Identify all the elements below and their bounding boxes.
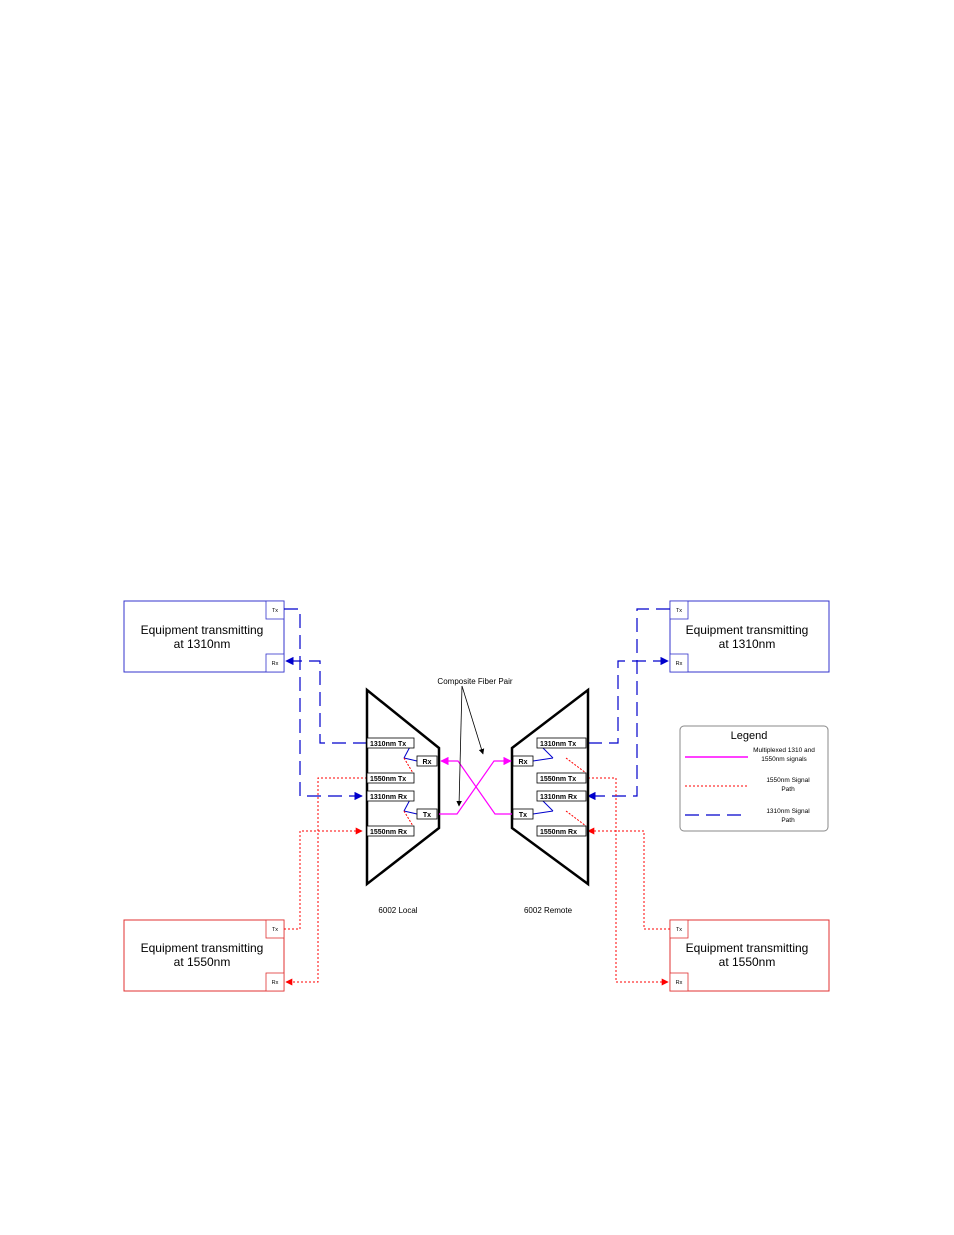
composite-fiber-pair: Composite Fiber Pair — [437, 677, 513, 815]
tx-port-label: Tx — [272, 608, 278, 614]
port-1550-tx: 1550nm Tx — [370, 776, 406, 783]
tx-port-label: Tx — [272, 927, 278, 933]
path-1550-right-tx — [587, 827, 670, 930]
path-1550-left-rx — [285, 777, 367, 986]
port-composite-rx: Rx — [423, 759, 432, 766]
path-1550-right-rx — [588, 777, 669, 986]
equipment-wavelength: at 1550nm — [174, 955, 231, 969]
equipment-top-left: Tx Rx Equipment transmitting at 1310nm — [123, 600, 285, 673]
equipment-top-right: Tx Rx Equipment transmitting at 1310nm — [669, 600, 830, 673]
port-1310-rx: 1310nm Rx — [370, 794, 407, 801]
rx-port-label: Rx — [676, 980, 683, 986]
equipment-bottom-left: Tx Rx Equipment transmitting at 1550nm — [123, 919, 285, 992]
port-composite-tx: Tx — [519, 812, 527, 819]
port-composite-rx: Rx — [519, 759, 528, 766]
legend: Legend Multiplexed 1310 and 1550nm signa… — [679, 725, 829, 832]
mux-6002-local: 1310nm Tx 1550nm Tx 1310nm Rx 1550nm Rx … — [365, 687, 441, 915]
port-1310-tx: 1310nm Tx — [370, 741, 406, 748]
equipment-wavelength: at 1310nm — [719, 637, 776, 651]
rx-port-label: Rx — [676, 661, 683, 667]
rx-port-label: Rx — [272, 661, 279, 667]
equipment-title: Equipment transmitting — [141, 941, 264, 955]
rx-port-label: Rx — [272, 980, 279, 986]
equipment-wavelength: at 1310nm — [174, 637, 231, 651]
equipment-title: Equipment transmitting — [141, 623, 264, 637]
tx-port-label: Tx — [676, 608, 682, 614]
equipment-bottom-right: Tx Rx Equipment transmitting at 1550nm — [669, 919, 830, 992]
path-1310-left-rx — [285, 656, 367, 744]
equipment-title: Equipment transmitting — [686, 941, 809, 955]
legend-item-label: 1550nm Signal — [766, 777, 810, 784]
legend-title: Legend — [731, 730, 768, 742]
device-label-local: 6002 Local — [378, 906, 417, 915]
legend-item-label: Multiplexed 1310 and — [753, 747, 815, 754]
path-1310-right-rx — [588, 656, 669, 744]
legend-item-label: 1310nm Signal — [766, 808, 810, 815]
port-1310-rx: 1310nm Rx — [540, 794, 577, 801]
path-1550-left-tx — [284, 827, 363, 930]
port-1550-tx: 1550nm Tx — [540, 776, 576, 783]
legend-item-label: Path — [781, 786, 795, 793]
legend-item-label: 1550nm signals — [761, 756, 807, 763]
port-1310-tx: 1310nm Tx — [540, 741, 576, 748]
equipment-wavelength: at 1550nm — [719, 955, 776, 969]
composite-fiber-label: Composite Fiber Pair — [437, 677, 512, 686]
legend-item-label: Path — [781, 817, 795, 824]
mux-6002-remote: 1310nm Tx 1550nm Tx 1310nm Rx 1550nm Rx … — [510, 687, 590, 915]
equipment-title: Equipment transmitting — [686, 623, 809, 637]
tx-port-label: Tx — [676, 927, 682, 933]
port-1550-rx: 1550nm Rx — [370, 829, 407, 836]
path-1310-right-tx — [587, 608, 670, 801]
path-1310-left-tx — [284, 608, 363, 801]
port-composite-tx: Tx — [423, 812, 431, 819]
port-1550-rx: 1550nm Rx — [540, 829, 577, 836]
device-label-remote: 6002 Remote — [524, 906, 573, 915]
